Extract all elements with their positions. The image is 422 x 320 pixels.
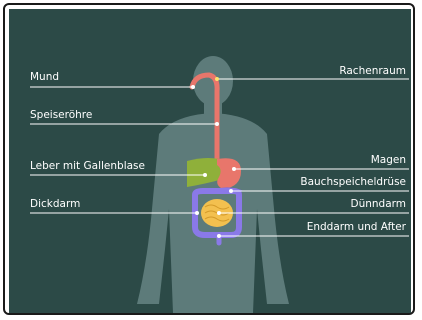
label-bauchspeicheldruese: Bauchspeicheldrüse [300,176,406,188]
label-magen: Magen [371,154,406,166]
body-silhouette [137,56,289,313]
label-dickdarm: Dickdarm [30,198,80,210]
digestive-system-diagram: Mund Rachenraum Speiseröhre Leber mit Ga… [9,9,411,313]
label-leber: Leber mit Gallenblase [30,160,145,172]
label-mund: Mund [30,71,59,83]
label-rachenraum: Rachenraum [339,65,406,77]
label-duenndarm: Dünndarm [350,198,406,210]
label-enddarm: Enddarm und After [307,221,406,233]
label-speiseroehre: Speiseröhre [30,109,92,121]
